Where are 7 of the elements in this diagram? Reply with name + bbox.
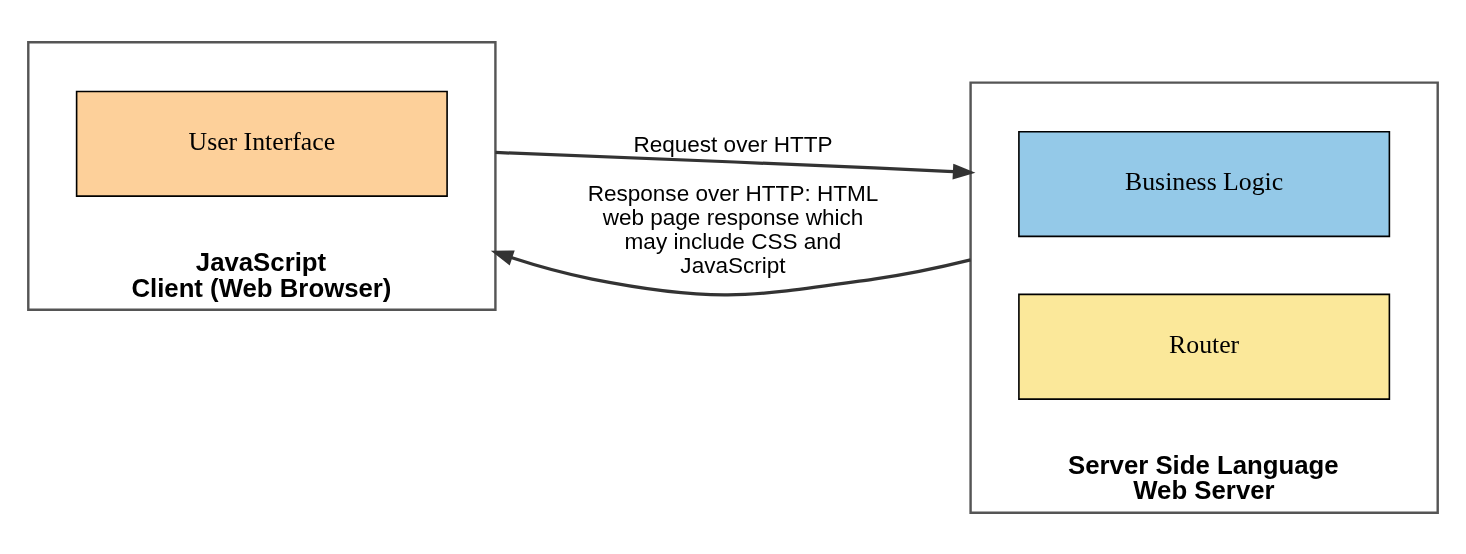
arrow [490, 249, 971, 296]
arrow [495, 150, 976, 179]
node-box: User Interface [75, 90, 448, 197]
node-box: Router [1018, 293, 1391, 400]
node-box: Business Logic [1018, 130, 1391, 237]
edge-label: Request over HTTP [633, 131, 833, 157]
edge-label: Response over HTTP: HTML web page response which may include CSS and JavaScript [587, 180, 879, 278]
